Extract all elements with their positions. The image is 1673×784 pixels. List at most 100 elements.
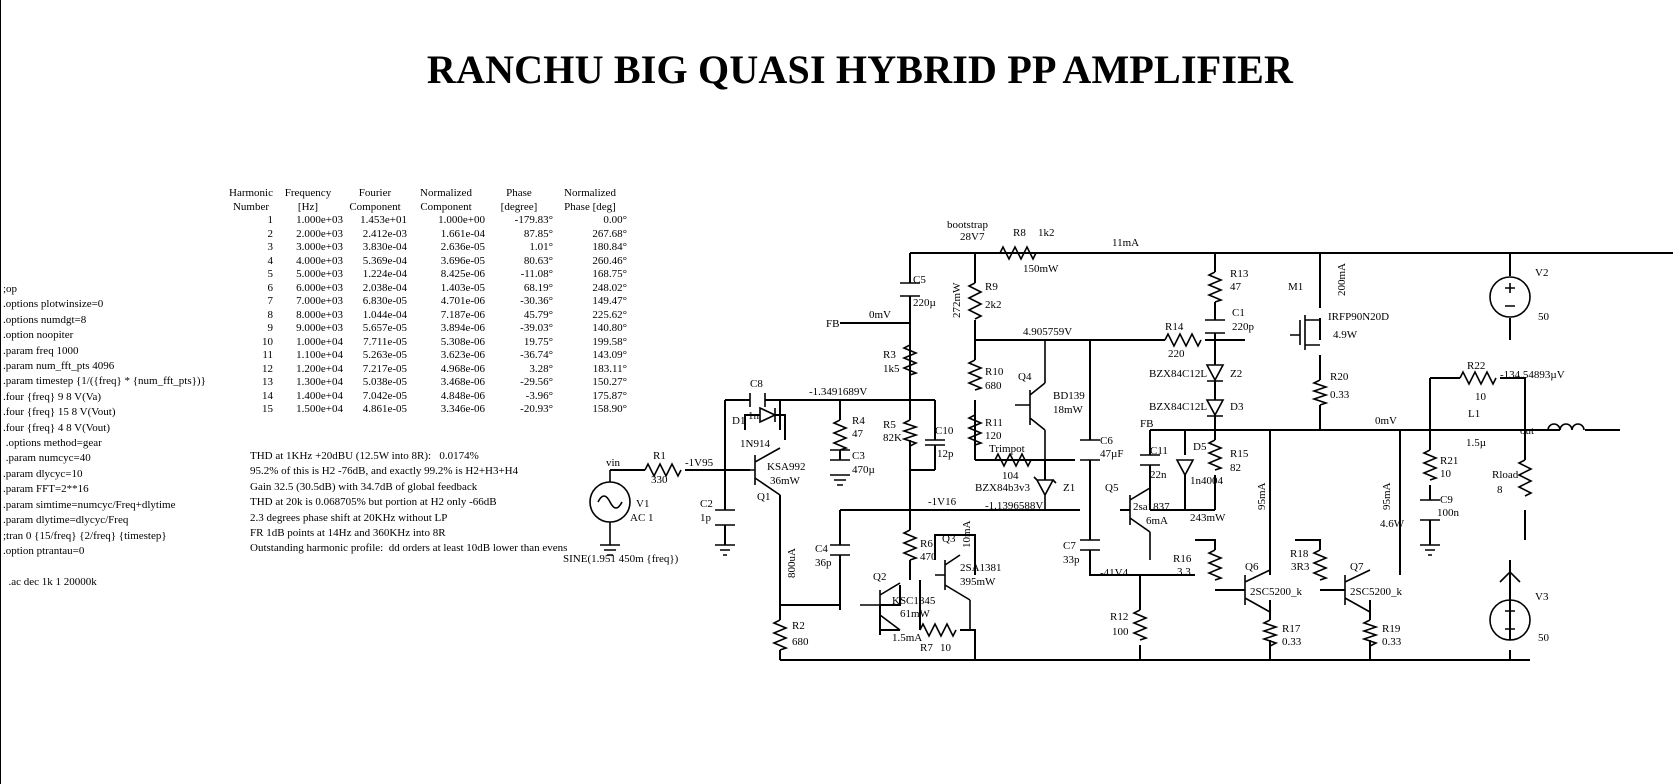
resistor-r19-symbol xyxy=(1361,619,1379,647)
label-c11: C11 xyxy=(1150,445,1168,457)
resistor-r3-symbol xyxy=(901,344,919,376)
label-l1: L1 xyxy=(1468,408,1480,420)
label-vin: vin xyxy=(606,457,621,469)
resistor-r13-symbol xyxy=(1206,271,1224,303)
label-c10: C10 xyxy=(935,425,954,437)
label-r8: R8 xyxy=(1013,227,1026,239)
table-header-row-2: Number [Hz] Component Component [degree]… xyxy=(229,201,627,215)
table-cell: 4.861e-05 xyxy=(362,403,407,415)
table-cell: 9.000e+03 xyxy=(296,322,343,334)
frame-border xyxy=(0,0,1,784)
table-cell: 1.500e+04 xyxy=(296,403,343,415)
label-r11: R11 xyxy=(985,417,1003,429)
table-cell: -39.03° xyxy=(520,322,553,334)
table-cell: 3.894e-06 xyxy=(440,322,485,334)
table-cell: 1 xyxy=(267,214,273,226)
table-cell: 15 xyxy=(261,403,273,415)
table-cell: 5 xyxy=(267,268,273,280)
table-cell: 1.200e+04 xyxy=(296,362,343,375)
table-cell: 150.27° xyxy=(592,376,627,388)
label-10ma: 10mA xyxy=(961,520,973,548)
table-cell: 4.000e+03 xyxy=(296,254,343,267)
label-node-4905: 4.905759V xyxy=(1023,326,1072,338)
schematic-labels: bootstrap 28V7 R8 1k2 150mW 11mA C5 220µ… xyxy=(563,219,1565,654)
table-cell: 267.68° xyxy=(592,227,627,240)
capacitor-c2-symbol xyxy=(715,509,735,526)
capacitor-c3-symbol xyxy=(830,449,850,486)
resistor-r8-symbol xyxy=(999,245,1037,261)
table-cell: 12 xyxy=(261,362,273,375)
col-header: Component xyxy=(420,200,472,213)
label-c1-value: 220p xyxy=(1232,321,1255,333)
table-cell: -29.56° xyxy=(520,376,553,388)
label-r9: R9 xyxy=(985,281,998,293)
table-cell: 7.217e-05 xyxy=(362,362,407,375)
zener-z1-symbol xyxy=(1033,476,1057,510)
directive-line: .param freq 1000 xyxy=(3,344,79,357)
label-r13: R13 xyxy=(1230,268,1249,280)
col-header: Normalized xyxy=(420,187,472,199)
table-cell: 199.58° xyxy=(592,335,627,348)
schematic-components xyxy=(589,245,1585,651)
label-l1-value: 1.5µ xyxy=(1466,437,1486,449)
table-cell: -11.08° xyxy=(520,268,553,280)
label-q5-part: 2sa1837 xyxy=(1133,501,1170,513)
resistor-r11-symbol xyxy=(966,414,984,446)
directive-line: .options method=gear xyxy=(3,437,102,450)
label-v3-value: 50 xyxy=(1538,632,1550,644)
label-d3: D3 xyxy=(1230,401,1244,413)
table-cell: 5.263e-05 xyxy=(362,349,407,361)
resistor-r18-symbol xyxy=(1311,549,1329,581)
label-bootstrap: bootstrap xyxy=(947,219,988,231)
col-header: Phase xyxy=(506,187,532,199)
transistor-q2-symbol xyxy=(860,582,901,631)
directive-line: .ac dec 1k 1 20000k xyxy=(3,575,97,588)
label-rload: Rload xyxy=(1492,469,1519,481)
col-header: Frequency xyxy=(284,187,332,199)
label-r17: R17 xyxy=(1282,623,1301,635)
table-cell: 1.044e-04 xyxy=(362,308,407,321)
label-m1-power: 4.9W xyxy=(1333,329,1358,341)
label-c8-value: 1n xyxy=(748,410,760,422)
table-cell: 143.09° xyxy=(592,349,627,361)
label-z2-part: BZX84C12L xyxy=(1149,368,1207,380)
transistor-q5-symbol xyxy=(1129,475,1151,560)
table-cell: 1.01° xyxy=(529,241,553,253)
label-c9-value: 100n xyxy=(1437,507,1460,519)
label-r5: R5 xyxy=(883,419,896,431)
transistor-q1-symbol xyxy=(750,447,781,496)
label-r16-value: 3.3 xyxy=(1177,566,1191,578)
directive-line: .param num_fft_pts 4096 xyxy=(3,360,115,373)
label-rload-value: 8 xyxy=(1497,484,1503,496)
resistor-r21-symbol xyxy=(1421,449,1439,481)
table-cell: 3.696e-05 xyxy=(440,254,485,267)
label-d1: D1 xyxy=(732,415,745,427)
label-95ma-2: 95mA xyxy=(1381,482,1393,510)
label-c2-value: 1p xyxy=(700,512,712,524)
label-r21-value: 10 xyxy=(1440,468,1452,480)
directive-line: ;tran 0 {15/freq} {2/freq} {timestep} xyxy=(3,529,167,542)
table-cell: 6.000e+03 xyxy=(296,281,343,294)
label-r19-value: 0.33 xyxy=(1382,636,1402,648)
table-cell: 1.000e+04 xyxy=(296,335,343,348)
label-c6: C6 xyxy=(1100,435,1113,447)
label-neg-134uv: -134.54893µV xyxy=(1500,369,1565,381)
table-cell: 7.042e-05 xyxy=(362,389,407,402)
table-cell: 5.308e-06 xyxy=(440,335,485,348)
table-cell: -30.36° xyxy=(520,295,553,307)
zener-d3-symbol xyxy=(1205,399,1225,417)
diode-d1-symbol xyxy=(759,406,777,424)
directive-line: .param simtime=numcyc/Freq+dlytime xyxy=(3,498,176,511)
transistor-q4-symbol xyxy=(1015,340,1046,460)
directive-line: .options plotwinsize=0 xyxy=(3,298,104,311)
note-line: THD at 20k is 0.068705% but portion at H… xyxy=(250,496,497,509)
label-d3-part: BZX84C12L xyxy=(1149,401,1207,413)
